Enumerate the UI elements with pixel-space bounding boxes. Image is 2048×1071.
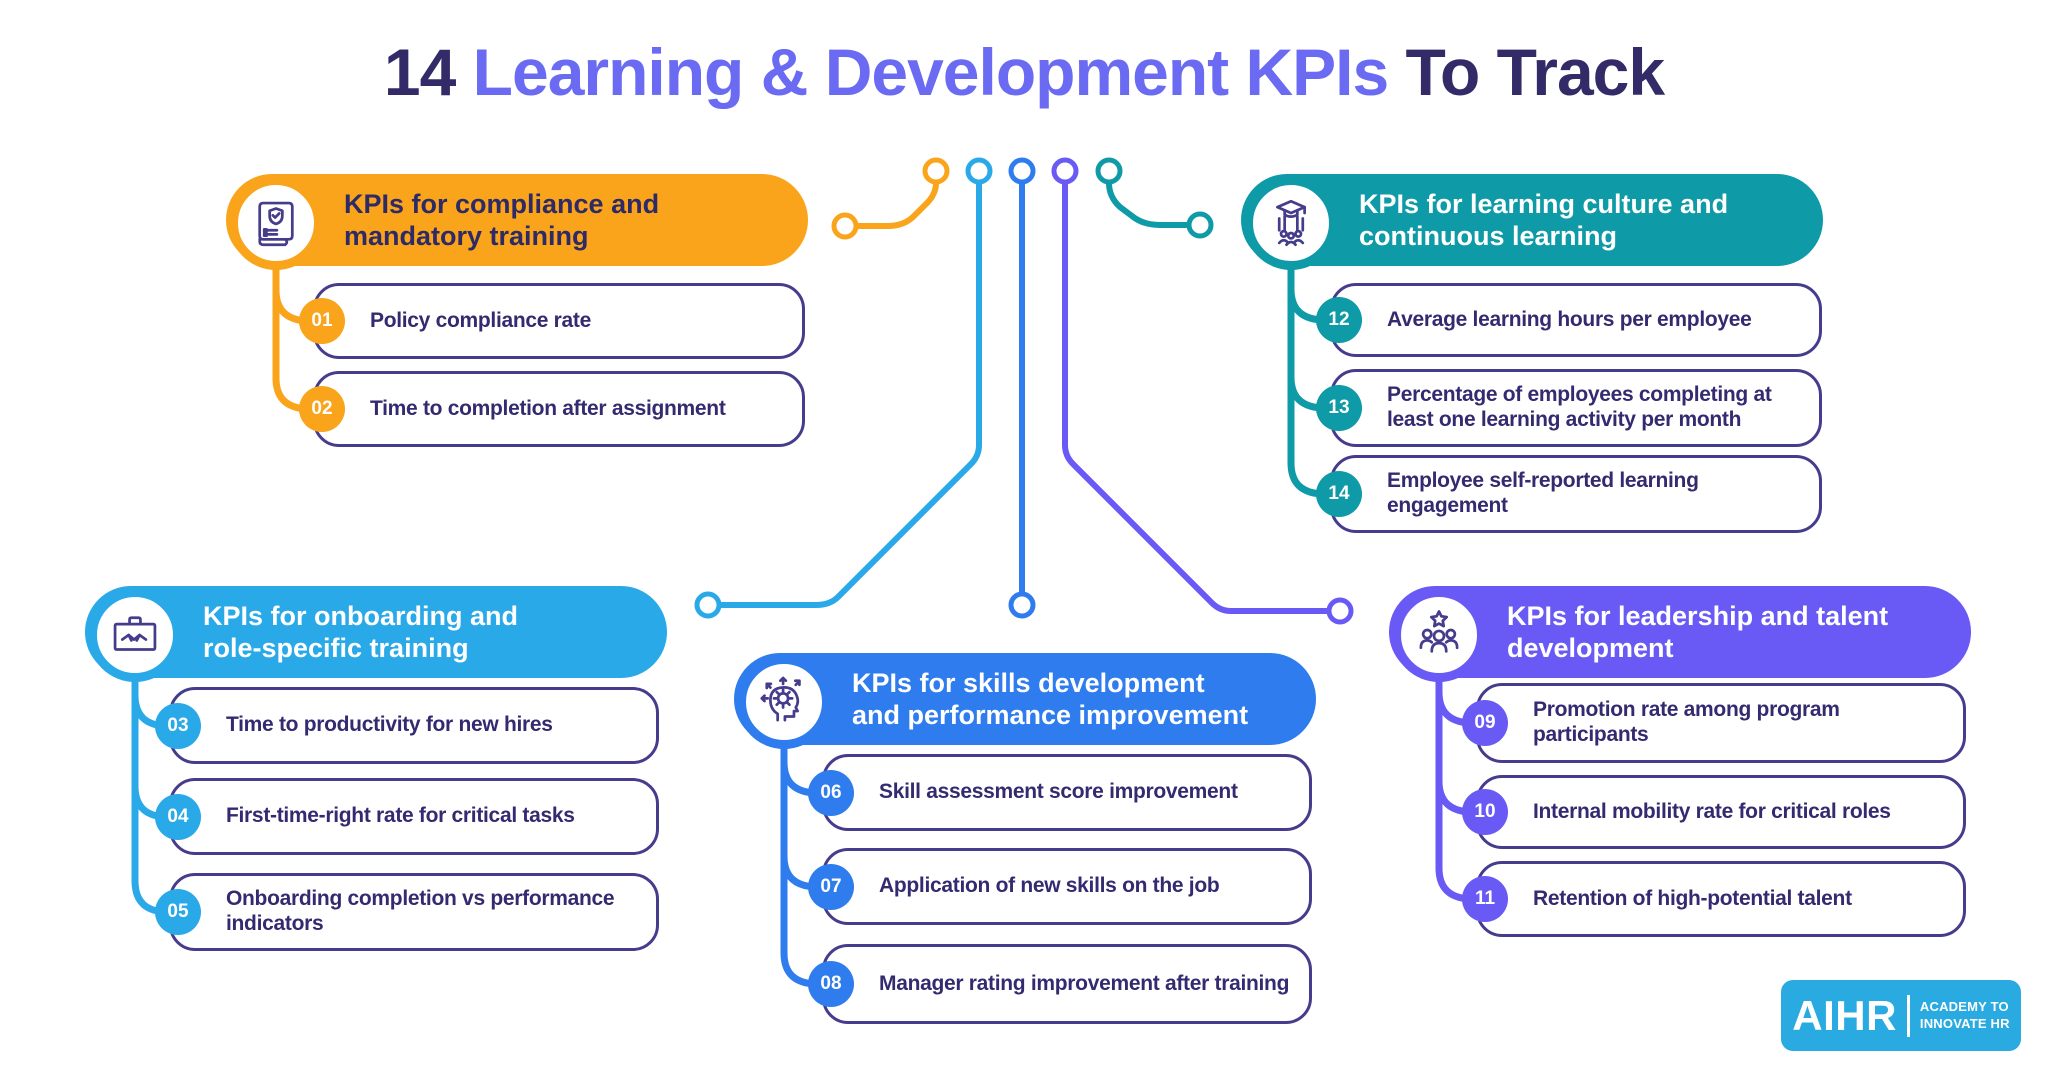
kpi-label: First-time-right rate for critical tasks — [226, 804, 575, 828]
kpi-number-badge: 07 — [808, 863, 854, 910]
aihr-logo-tagline: ACADEMY TO INNOVATE HR — [1920, 999, 2010, 1033]
section-header-learning-culture: KPIs for learning culture and continuous… — [1241, 174, 1823, 270]
kpi-label: Manager rating improvement after trainin… — [879, 971, 1290, 995]
section-title-line1: KPIs for leadership and talent — [1507, 600, 1889, 631]
kpi-label: Employee self-reported learning engageme… — [1387, 469, 1699, 517]
section-title-line2: development — [1507, 633, 1674, 663]
page-title: 14 Learning & Development KPIs To Track — [0, 34, 2048, 110]
kpi-item-10: 10 Internal mobility rate for critical r… — [1462, 775, 1966, 849]
kpi-label: Time to productivity for new hires — [226, 713, 553, 737]
aihr-tagline-line1: ACADEMY TO — [1919, 998, 2009, 1014]
kpi-number-badge: 08 — [808, 961, 854, 1007]
section-title-line2: and performance improvement — [852, 700, 1249, 730]
head-gear-icon — [737, 655, 831, 749]
kpi-item-05: 05 Onboarding completion vs performance … — [155, 873, 659, 951]
title-number: 14 — [383, 35, 456, 109]
kpi-item-11: 11 Retention of high-potential talent — [1462, 861, 1966, 937]
section-title-line1: KPIs for learning culture and — [1359, 188, 1729, 219]
kpi-item-01: 01 Policy compliance rate — [299, 283, 805, 359]
kpi-number-badge: 11 — [1462, 876, 1508, 922]
kpi-number-badge: 02 — [299, 386, 345, 432]
section-header-onboarding: KPIs for onboarding and role-specific tr… — [85, 586, 667, 682]
aihr-logo-name: AIHR — [1792, 991, 1897, 1039]
kpi-item-07: 07 Application of new skills on the job — [808, 848, 1312, 925]
title-suffix: To Track — [1405, 35, 1666, 109]
kpi-label: Internal mobility rate for critical role… — [1533, 799, 1891, 823]
graduation-people-icon — [1244, 176, 1338, 270]
people-star-icon — [1392, 588, 1486, 682]
kpi-number-badge: 01 — [299, 298, 345, 344]
section-header-compliance: KPIs for compliance and mandatory traini… — [226, 174, 808, 270]
aihr-logo-divider — [1906, 994, 1910, 1037]
kpi-label: Retention of high-potential talent — [1533, 886, 1852, 910]
kpi-label: Onboarding completion vs performance ind… — [226, 887, 615, 935]
section-title: KPIs for learning culture and continuous… — [1359, 188, 1728, 253]
kpi-number-badge: 14 — [1316, 471, 1362, 517]
kpi-item-03: 03 Time to productivity for new hires — [155, 687, 659, 764]
kpi-number-badge: 05 — [155, 889, 201, 935]
kpi-label: Skill assessment score improvement — [879, 780, 1238, 804]
kpi-label: Policy compliance rate — [370, 308, 591, 332]
section-title: KPIs for compliance and mandatory traini… — [344, 188, 659, 253]
briefcase-handshake-icon — [88, 588, 182, 682]
section-title-line1: KPIs for skills development — [852, 667, 1205, 698]
section-title: KPIs for onboarding and role-specific tr… — [203, 600, 518, 665]
kpi-number-badge: 09 — [1462, 700, 1508, 746]
kpi-label: Application of new skills on the job — [879, 874, 1220, 898]
section-title: KPIs for leadership and talent developme… — [1507, 600, 1888, 665]
kpi-label: Average learning hours per employee — [1387, 307, 1752, 331]
section-title-line1: KPIs for compliance and — [344, 188, 660, 219]
section-header-leadership: KPIs for leadership and talent developme… — [1389, 586, 1971, 682]
scroll-shield-icon — [229, 176, 323, 270]
kpi-number-badge: 06 — [808, 769, 854, 816]
kpi-label: Promotion rate among program participant… — [1533, 698, 1840, 746]
kpi-number-badge: 13 — [1316, 385, 1362, 431]
aihr-tagline-line2: INNOVATE HR — [1919, 1015, 2010, 1031]
kpi-item-08: 08 Manager rating improvement after trai… — [808, 944, 1312, 1024]
section-header-skills: KPIs for skills development and performa… — [734, 653, 1316, 749]
section-title: KPIs for skills development and performa… — [852, 667, 1248, 732]
title-highlight: Learning & Development KPIs — [472, 35, 1390, 109]
kpi-label: Time to completion after assignment — [370, 396, 726, 420]
connector-compliance — [272, 157, 950, 413]
section-title-line1: KPIs for onboarding and — [203, 600, 518, 631]
aihr-logo: AIHR ACADEMY TO INNOVATE HR — [1781, 980, 2021, 1051]
connector-leadership — [1051, 157, 1477, 903]
kpi-item-12: 12 Average learning hours per employee — [1316, 283, 1822, 357]
kpi-number-badge: 03 — [155, 702, 201, 749]
section-title-line2: continuous learning — [1359, 221, 1618, 251]
kpi-number-badge: 10 — [1462, 789, 1508, 835]
kpi-item-06: 06 Skill assessment score improvement — [808, 754, 1312, 831]
kpi-item-13: 13 Percentage of employees completing at… — [1316, 369, 1822, 447]
kpi-number-badge: 04 — [155, 793, 201, 840]
kpi-item-14: 14 Employee self-reported learning engag… — [1316, 455, 1822, 533]
kpi-item-09: 09 Promotion rate among program particip… — [1462, 683, 1966, 763]
section-title-line2: role-specific training — [203, 633, 469, 663]
kpi-item-02: 02 Time to completion after assignment — [299, 371, 805, 447]
kpi-label: Percentage of employees completing at le… — [1387, 383, 1772, 431]
kpi-number-badge: 12 — [1316, 297, 1362, 343]
section-title-line2: mandatory training — [344, 221, 589, 251]
kpi-item-04: 04 First-time-right rate for critical ta… — [155, 778, 659, 855]
